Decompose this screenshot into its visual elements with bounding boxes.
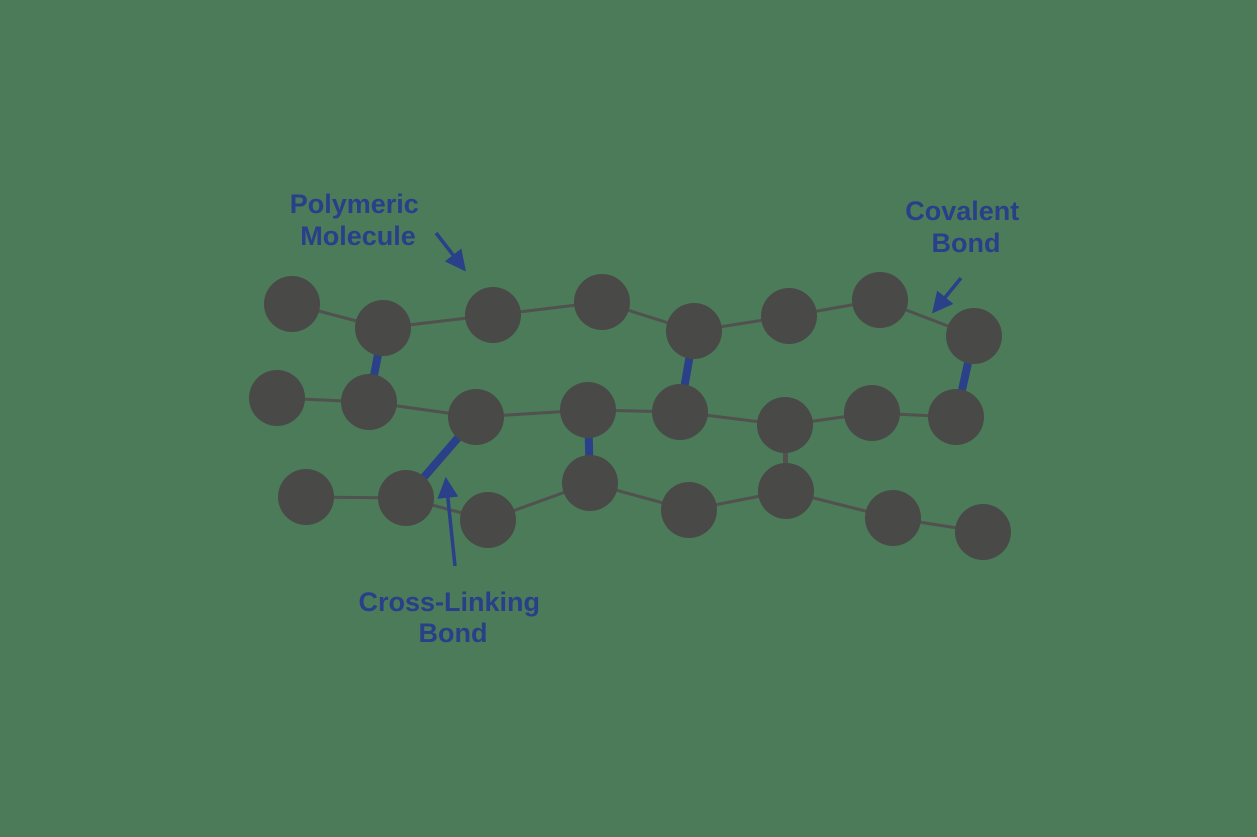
molecule-circle [249, 370, 305, 426]
covalent-bond-label-line1: Covalent [905, 196, 1019, 226]
covalent-bond-label: Covalent Bond [905, 196, 1027, 258]
cross-linking-bond-label-line1: Cross-Linking [358, 587, 540, 617]
molecule-circle [562, 455, 618, 511]
molecule-circle [661, 482, 717, 538]
molecule-circle [652, 384, 708, 440]
molecule-circle [928, 389, 984, 445]
molecule-circle [355, 300, 411, 356]
polymeric-molecule-label-line1: Polymeric [290, 189, 419, 219]
molecule-circle [946, 308, 1002, 364]
molecule-circle [341, 374, 397, 430]
molecule-circle [448, 389, 504, 445]
molecule-circle [761, 288, 817, 344]
molecule-circle [758, 463, 814, 519]
molecule-circle [574, 274, 630, 330]
molecule-circle [378, 470, 434, 526]
molecule-circle [560, 382, 616, 438]
cross-linking-bond-label: Cross-Linking Bond [358, 587, 547, 648]
covalent-bond-label-line2: Bond [932, 228, 1001, 258]
molecule-circle [465, 287, 521, 343]
polymeric-molecule-label-line2: Molecule [300, 221, 416, 251]
annotation-arrows-group [434, 231, 963, 567]
polymeric-molecule-label: Polymeric Molecule [290, 189, 427, 251]
cross-linking-bond-label-line2: Bond [419, 618, 488, 648]
polymeric-molecule-arrow [434, 231, 466, 272]
molecule-circle [865, 490, 921, 546]
molecule-circle [757, 397, 813, 453]
covalent-bond-arrow [932, 276, 963, 314]
molecule-circle [278, 469, 334, 525]
molecules-group [249, 272, 1011, 560]
cross-linking-bond-arrow [437, 476, 459, 567]
molecule-circle [844, 385, 900, 441]
molecule-circle [264, 276, 320, 332]
molecule-circle [852, 272, 908, 328]
molecule-circle [955, 504, 1011, 560]
molecule-circle [460, 492, 516, 548]
molecule-circle [666, 303, 722, 359]
